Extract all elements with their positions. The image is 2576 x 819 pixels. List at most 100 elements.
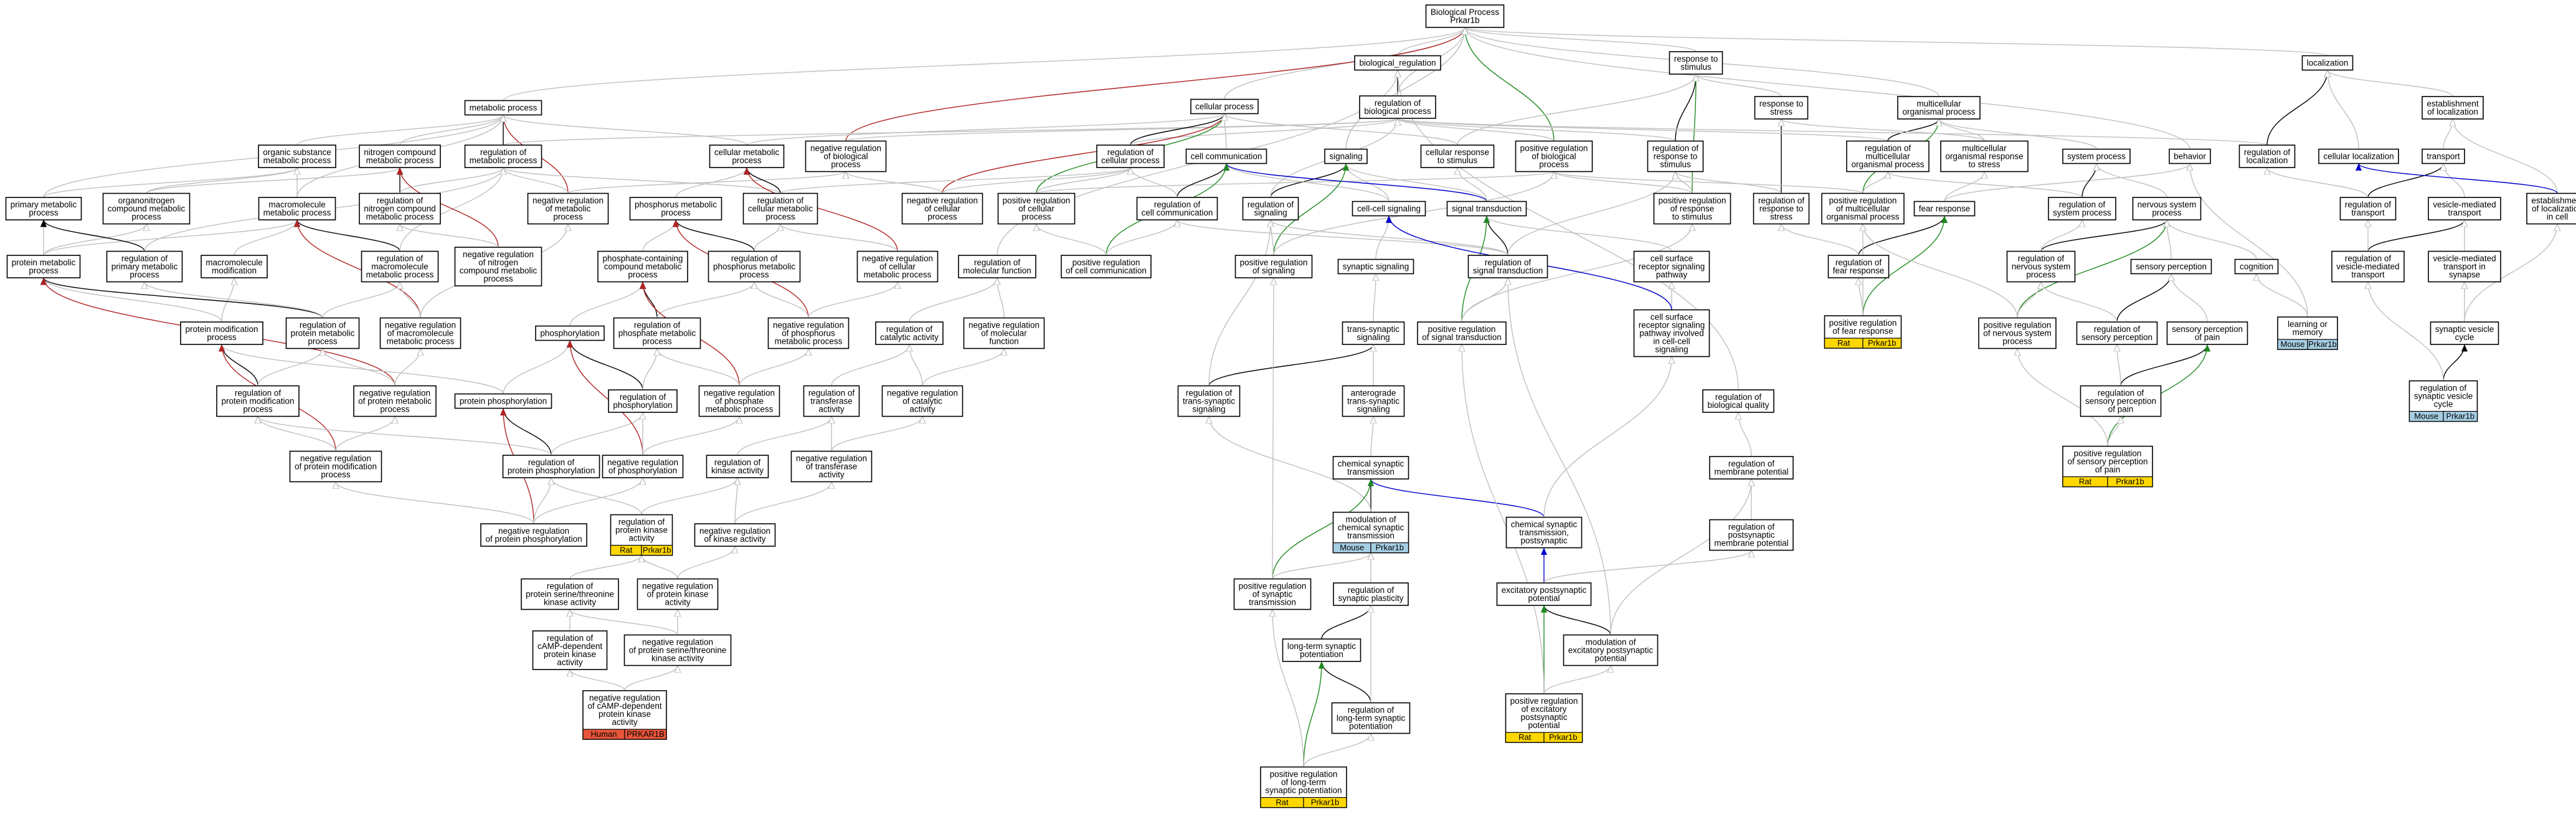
relation-edge-is-a [739,349,808,386]
node-box [1420,144,1495,168]
species-label: Rat [620,546,633,555]
node-box [1821,192,1905,225]
node-box [1190,98,1259,115]
node-box [258,197,336,220]
relation-edge-is-a [569,556,642,579]
node-box [856,250,939,283]
node-box [216,385,300,417]
relation-edge-is-a [400,282,421,318]
relation-edge-is-a [1106,220,1177,256]
relation-edge-is-a [2171,274,2208,323]
relation-edge-is-a [1036,224,1107,256]
node-box [1242,197,1299,220]
relation-edge-is-a [2017,349,2108,447]
relation-edge-is-a [322,282,400,318]
relation-edge-is-a [846,172,943,194]
node-box [2422,96,2484,120]
node-box [1647,140,1704,173]
relation-edge-is-a [1543,666,1611,694]
node-box [629,197,722,220]
relation-edge-part-of [1318,661,1371,703]
node-box [1333,582,1409,606]
go-term-node-cellcomm: cell communication [1185,148,1267,164]
node-box [480,523,587,547]
relation-edge-is-a [831,417,922,452]
relation-edge-is-a [1209,417,1371,513]
relation-edge-is-a [1224,114,1226,149]
gene-badge [2307,339,2338,350]
relation-edge-is-a [642,220,676,252]
relation-edge-is-a [677,546,735,579]
node-box [881,385,964,417]
node-box [2080,385,2162,417]
relation-edge-is-a [1939,119,2097,149]
relation-edge-is-a [2117,344,2121,386]
node-box [258,144,336,168]
relation-edge-is-a [1465,27,1697,52]
go-term-node-sensperc: sensory perception [2130,258,2212,275]
node-box [353,385,437,417]
relation-edge-is-a [2041,282,2118,323]
go-term-node-localization: localization [2301,55,2354,71]
relation-edge-is-a [831,344,909,386]
go-term-node-synsig: synaptic signaling [1337,258,1414,275]
relation-edge-negatively-regulates [744,167,898,252]
node-box [1669,51,1723,75]
relation-edge-is-a [2096,164,2167,198]
relation-edge-is-a [144,282,323,318]
relation-edge-regulates [1368,478,1545,518]
relation-edge-is-a [222,344,504,394]
node-label: sensory perception [2136,262,2207,272]
node-box [694,523,776,547]
node-box [1354,55,1441,71]
node-box [1467,255,1548,278]
gene-badge [2107,476,2153,488]
relation-edge-is-a [1462,344,1545,694]
relation-edge-is-a [1398,70,1739,391]
relation-edge-is-a [1398,118,2268,146]
relation-edge-is-a [642,417,739,456]
relation-edge-is-a [735,478,737,524]
gene-label: Prkar1b [1549,732,1578,742]
node-box [608,389,678,413]
node-box [2006,250,2076,283]
relation-edge-is-a [503,168,781,194]
relation-edge-is-a [754,282,809,318]
